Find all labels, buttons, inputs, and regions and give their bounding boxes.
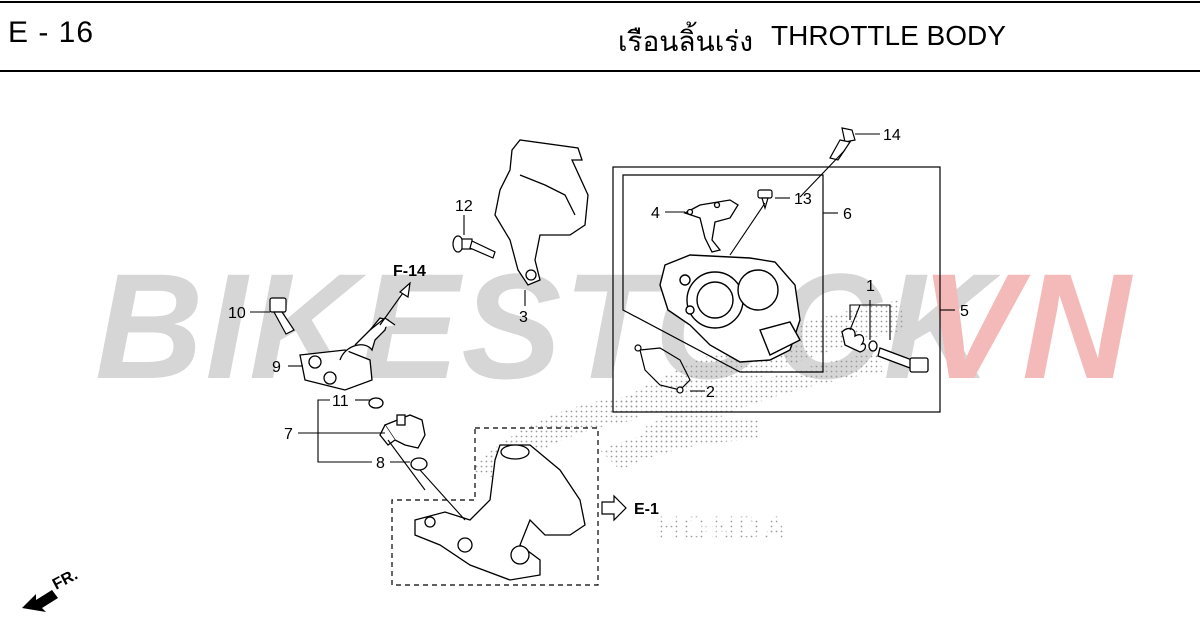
bracket-4: [683, 199, 739, 253]
watermark: BIKESTOCK VN: [95, 242, 1133, 410]
honda-logo-text: HONDA: [655, 510, 790, 548]
e1-reference: E-1: [601, 494, 659, 522]
callout-6: 6: [843, 206, 852, 223]
injector-7: [379, 414, 426, 449]
f14-reference: F-14: [379, 263, 426, 326]
o-ring-8: [410, 457, 428, 471]
callout-10: 10: [228, 305, 246, 322]
ref-fr: FR.: [50, 566, 81, 593]
page-header: E - 16 เรือนลิ้นเร่ง THROTTLE BODY: [0, 0, 1200, 72]
page-title-thai: เรือนลิ้นเร่ง: [617, 26, 753, 57]
callout-7: 7: [284, 426, 293, 443]
callout-labels: 1 2 3 4 5 6 7 8 9 10 11 12 13 14: [228, 127, 969, 472]
callout-2: 2: [706, 384, 715, 401]
callout-11: 11: [332, 393, 349, 410]
assembly-5-frame: [612, 166, 941, 413]
sensor-bracket-9: [299, 317, 396, 391]
callout-1: 1: [866, 278, 875, 295]
ref-e1: E-1: [634, 501, 659, 518]
callout-4: 4: [651, 205, 660, 222]
callout-5: 5: [960, 303, 969, 320]
screw-13: [757, 189, 773, 211]
callout-13: 13: [794, 191, 812, 208]
ref-f14: F-14: [393, 263, 426, 280]
idle-screw-set-1: [841, 327, 929, 373]
callout-9: 9: [272, 359, 281, 376]
throttle-cover-part: [494, 139, 589, 286]
throttle-body-part: [659, 254, 801, 363]
page-title: เรือนลิ้นเร่ง THROTTLE BODY: [618, 20, 1006, 57]
gasket-2: [634, 344, 691, 394]
header-rule: [0, 70, 1200, 72]
callout-12: 12: [455, 198, 473, 215]
page-title-english: THROTTLE BODY: [771, 20, 1006, 51]
page-code: E - 16: [8, 16, 95, 49]
intake-dashed-frame: [391, 427, 599, 586]
header-top-rule: [0, 1, 1200, 3]
bolt-12: [452, 235, 496, 259]
front-direction-indicator: FR.: [22, 566, 81, 612]
assembly-6-frame: [622, 174, 824, 373]
watermark-accent-text: VN: [920, 242, 1133, 410]
o-ring-11: [368, 397, 384, 409]
callout-14: 14: [883, 127, 901, 144]
callout-8: 8: [376, 455, 385, 472]
bolt-10: [269, 297, 295, 335]
bolt-14: [829, 127, 856, 161]
intake-manifold: [414, 444, 586, 581]
callout-3: 3: [519, 309, 528, 326]
leader-lines: [250, 133, 955, 521]
